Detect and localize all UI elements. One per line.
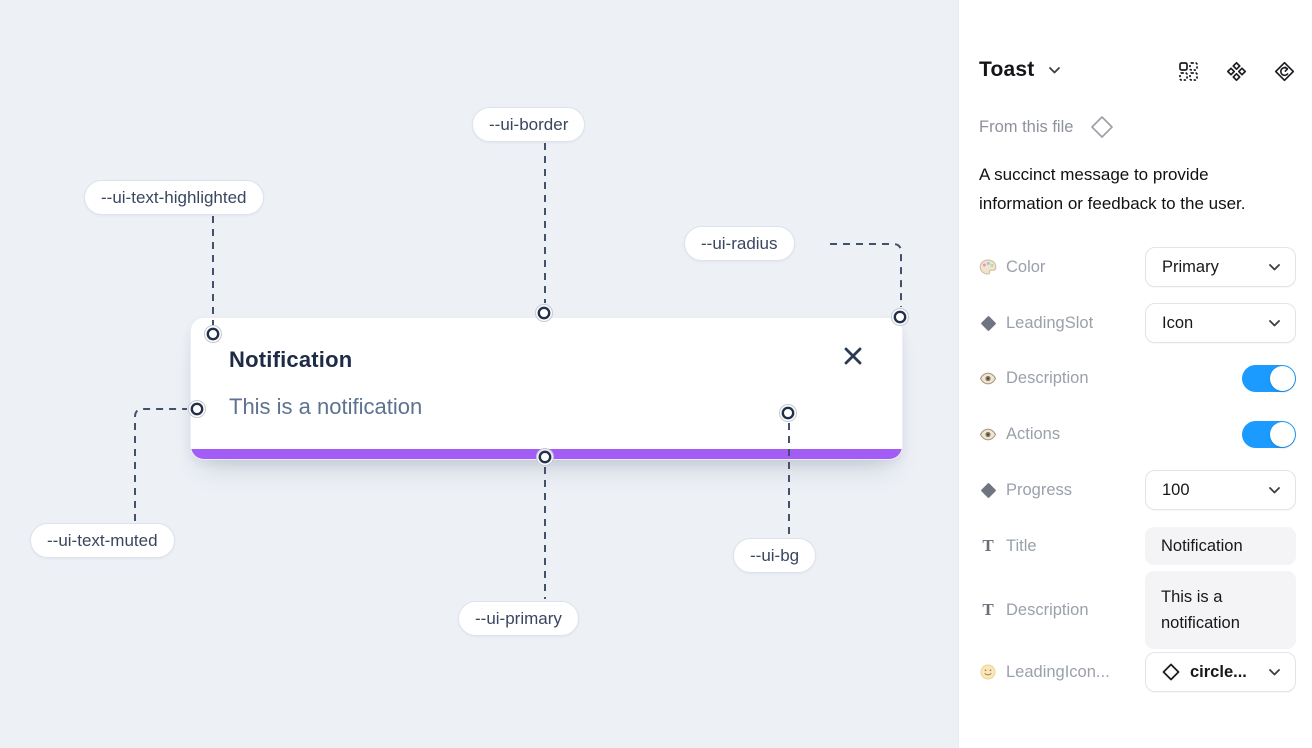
progress-select[interactable]: 100 <box>1145 470 1296 510</box>
description-toggle[interactable] <box>1242 364 1296 392</box>
connector-dots <box>188 304 909 466</box>
prop-label: Title <box>1006 536 1037 555</box>
icon-diamond-glyph <box>1162 663 1180 681</box>
component-diamond-icon <box>1091 116 1114 138</box>
prop-row-description-text: T Description This is a notification <box>979 571 1296 649</box>
annotation-lines <box>134 143 909 599</box>
prop-row-progress: Progress 100 <box>979 470 1296 510</box>
annotation-ui-border[interactable]: --ui-border <box>472 107 586 142</box>
connector-dot[interactable] <box>188 400 206 418</box>
close-icon[interactable] <box>842 345 864 367</box>
prop-label: Progress <box>1006 480 1073 499</box>
prop-label: Description <box>1006 368 1089 387</box>
prop-label: LeadingIcon... <box>1006 662 1110 681</box>
prop-row-color: Color Primary <box>979 247 1296 287</box>
text-prop-icon: T <box>982 600 994 619</box>
prop-row-description-toggle: Description <box>979 358 1296 398</box>
component-description: A succinct message to provide informatio… <box>979 165 1246 213</box>
connector-dot[interactable] <box>536 448 554 466</box>
line-ui-text-muted <box>134 408 187 521</box>
chevron-down-icon <box>1269 486 1280 493</box>
component-title: Toast <box>979 58 1035 81</box>
toast-description: This is a notification <box>229 394 423 419</box>
title-field[interactable]: Notification <box>1145 527 1296 565</box>
prop-label: Color <box>1006 257 1046 276</box>
prop-label: LeadingSlot <box>1006 313 1094 332</box>
variants-icon[interactable] <box>1226 61 1247 82</box>
toggle-knob <box>1270 421 1295 447</box>
description-field[interactable]: This is a notification <box>1145 571 1296 649</box>
annotation-ui-radius[interactable]: --ui-radius <box>684 226 795 261</box>
prop-row-actions-toggle: Actions <box>979 414 1296 454</box>
diamond-icon <box>979 482 997 498</box>
prop-label: Description <box>1006 600 1089 619</box>
smiley-icon <box>979 664 997 680</box>
annotation-ui-text-highlighted[interactable]: --ui-text-highlighted <box>84 180 264 215</box>
text-prop-icon: T <box>982 536 994 555</box>
palette-icon <box>979 259 997 275</box>
prop-row-leadingicon: LeadingIcon... circle... <box>979 652 1296 692</box>
diamond-icon <box>979 315 997 331</box>
chevron-down-icon <box>1269 319 1280 326</box>
connector-dot[interactable] <box>535 304 553 322</box>
connector-dot[interactable] <box>204 325 222 343</box>
line-ui-radius <box>830 243 902 307</box>
canvas: Notification This is a notification <box>0 0 958 748</box>
leadingicon-select[interactable]: circle... <box>1145 652 1296 692</box>
toggle-knob <box>1270 365 1295 391</box>
prop-row-leadingslot: LeadingSlot Icon <box>979 303 1296 343</box>
actions-toggle[interactable] <box>1242 420 1296 448</box>
annotation-ui-primary[interactable]: --ui-primary <box>458 601 579 636</box>
eye-icon <box>979 372 997 385</box>
eye-icon <box>979 428 997 441</box>
chevron-down-icon[interactable] <box>1048 66 1061 75</box>
annotation-ui-text-muted[interactable]: --ui-text-muted <box>30 523 175 558</box>
color-select[interactable]: Primary <box>1145 247 1296 287</box>
annotation-ui-bg[interactable]: --ui-bg <box>733 538 817 573</box>
connector-dot[interactable] <box>779 404 797 422</box>
toast-title: Notification <box>229 347 353 372</box>
chevron-down-icon <box>1269 668 1280 675</box>
source-label: From this file <box>979 117 1074 136</box>
leadingslot-select[interactable]: Icon <box>1145 303 1296 343</box>
swap-instance-icon[interactable] <box>1178 61 1199 82</box>
connector-dot[interactable] <box>891 308 909 326</box>
chevron-down-icon <box>1269 263 1280 270</box>
properties-panel: Toast From this file A succinct mes <box>958 0 1312 748</box>
design-system-icon[interactable] <box>1274 61 1295 82</box>
prop-label: Actions <box>1006 424 1061 443</box>
prop-row-title: T Title Notification <box>979 527 1296 565</box>
